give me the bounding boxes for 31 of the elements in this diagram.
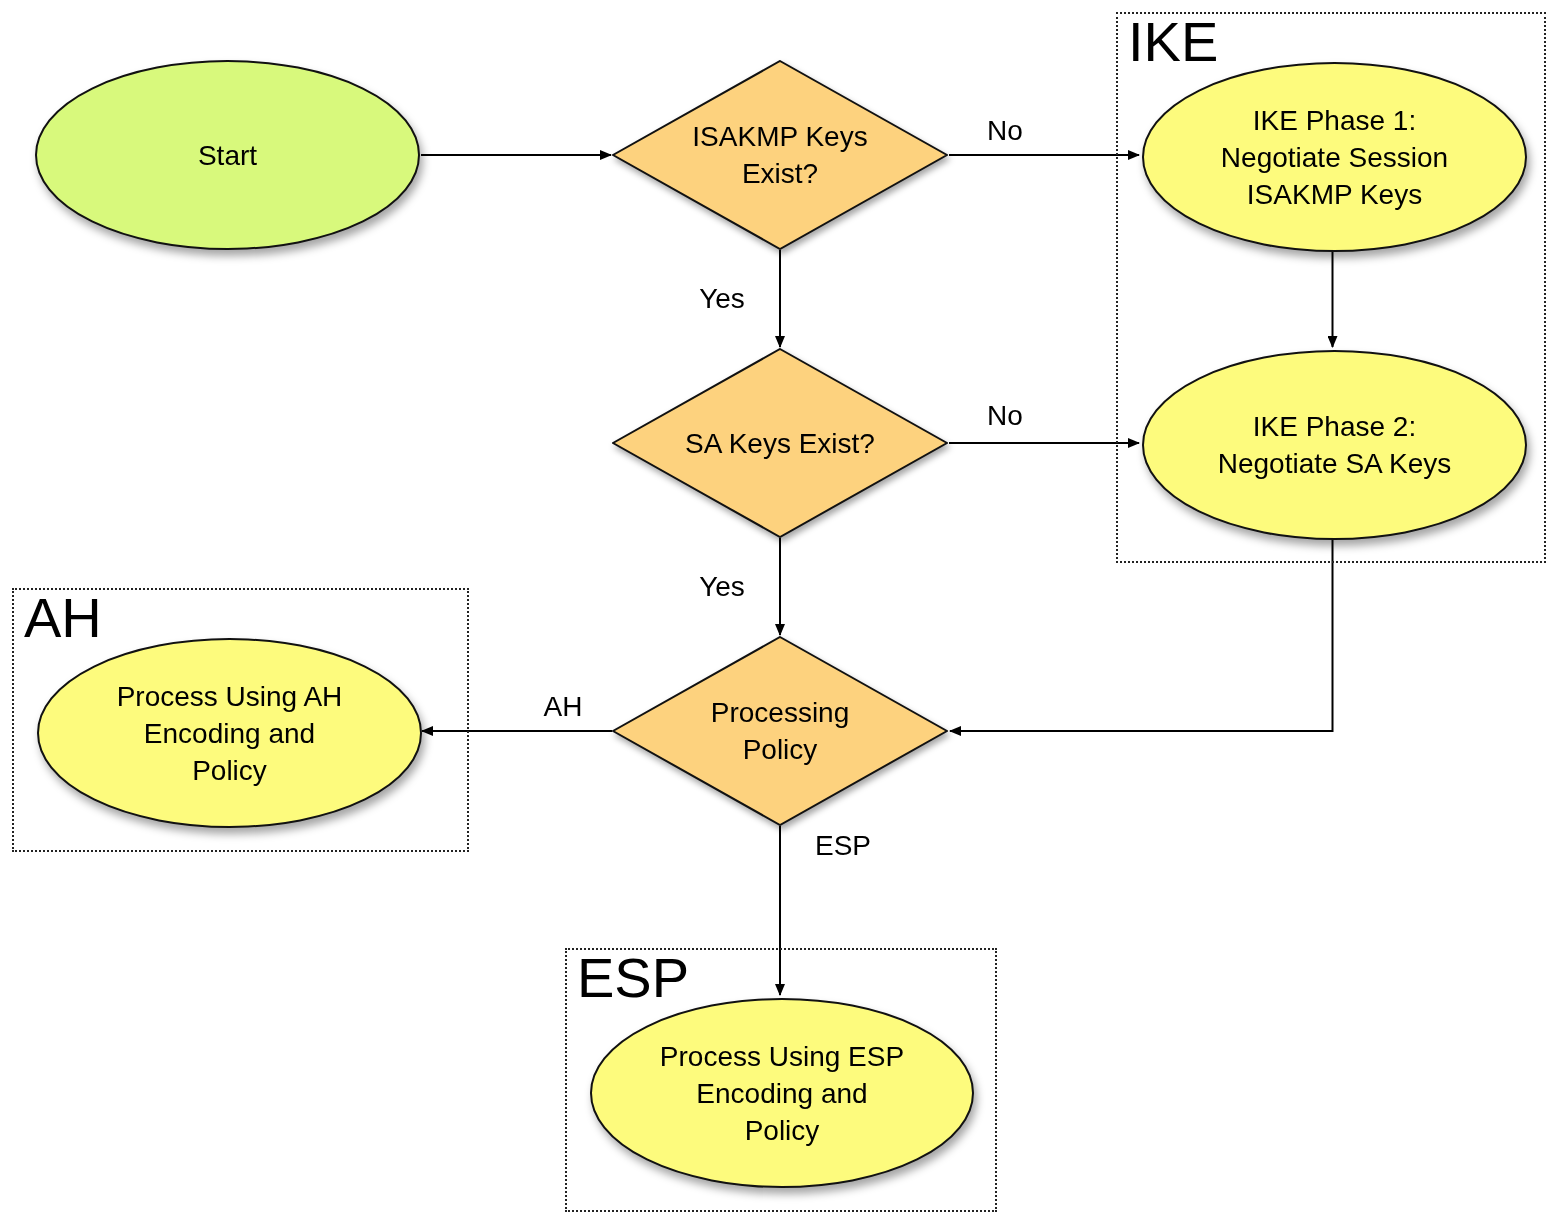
arrow	[775, 249, 785, 348]
arrow	[949, 538, 1334, 736]
process-ellipse	[1142, 350, 1527, 540]
node-label: IKE Phase 1: Negotiate Session ISAKMP Keys	[1219, 103, 1450, 212]
node-label: Process Using AH Encoding and Policy	[115, 679, 344, 788]
arrow	[775, 537, 785, 636]
group-title: IKE	[1128, 9, 1219, 75]
node-label: SA Keys Exist?	[685, 426, 875, 461]
node-label: Start	[197, 138, 258, 173]
arrow	[420, 150, 612, 160]
group-title: ESP	[577, 945, 690, 1011]
node-label: ISAKMP Keys Exist?	[691, 120, 869, 191]
arrow	[948, 150, 1140, 160]
start-ellipse	[35, 60, 420, 250]
dashed-group-frame	[12, 588, 469, 852]
decision-diamond	[612, 636, 948, 826]
decision-diamond	[612, 348, 948, 538]
arrow	[1327, 249, 1338, 348]
group-title: AH	[24, 585, 102, 651]
decision-diamond	[612, 60, 948, 250]
node-label: Process Using ESP Encoding and Policy	[658, 1039, 906, 1148]
process-ellipse	[37, 638, 422, 828]
dashed-group-frame	[565, 948, 997, 1212]
node-label: IKE Phase 2: Negotiate SA Keys	[1216, 410, 1453, 481]
process-ellipse	[1142, 62, 1527, 252]
dashed-group-frame	[1116, 12, 1546, 563]
arrow	[948, 438, 1140, 448]
arrow	[775, 825, 785, 996]
process-ellipse	[590, 998, 974, 1188]
node-label: Processing Policy	[709, 696, 851, 767]
arrow	[421, 726, 613, 736]
